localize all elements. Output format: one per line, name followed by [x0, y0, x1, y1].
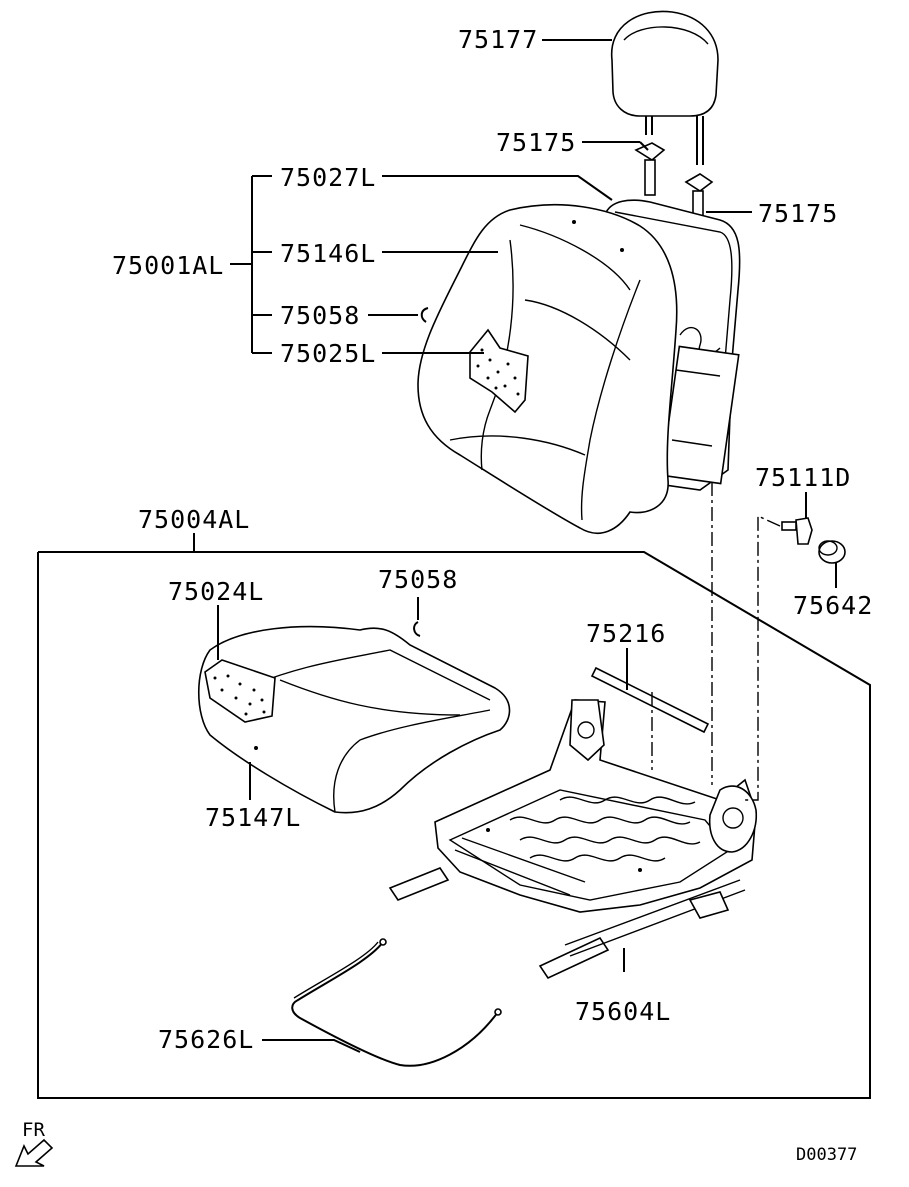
cap-drawing [818, 540, 846, 588]
cushion-heater-dots [213, 674, 266, 716]
label-cap: 75642 [793, 591, 873, 620]
assembly-centerlines [651, 482, 781, 801]
leader-lines-bottom [217, 597, 628, 1053]
label-rod: 75216 [586, 619, 666, 648]
label-back-pad: 75146L [280, 239, 376, 268]
front-direction-indicator: FR [14, 1119, 54, 1167]
leader-lines-top [368, 39, 752, 354]
label-cushion-hog-ring: 75058 [378, 565, 458, 594]
label-headrest-guide-right: 75175 [758, 199, 838, 228]
label-headrest: 75177 [458, 25, 538, 54]
label-bolt: 75111D [755, 463, 851, 492]
label-cushion-heater: 75024L [168, 577, 264, 606]
bolt-drawing [781, 492, 813, 545]
back-assembly-bracket [230, 175, 272, 354]
headrest-drawing [610, 10, 719, 165]
seat-cushion-drawing [197, 621, 511, 814]
front-direction-label: FR [22, 1119, 45, 1141]
label-adjuster: 75604L [575, 997, 671, 1026]
back-heater-dots [476, 348, 520, 396]
label-back-hog-ring: 75058 [280, 301, 360, 330]
label-headrest-guide-left: 75175 [496, 128, 576, 157]
headrest-guide-left-drawing [634, 142, 666, 196]
cushion-assembly-frame [37, 533, 871, 1099]
seat-frame-drawing [388, 699, 757, 980]
label-cable: 75626L [158, 1025, 254, 1054]
rod-drawing [590, 666, 710, 734]
cable-drawing [291, 938, 502, 1067]
label-back-cover: 75027L [280, 163, 376, 192]
drawing-code: D00377 [796, 1145, 857, 1165]
label-cushion-pad: 75147L [205, 803, 301, 832]
label-back-assembly: 75001AL [112, 251, 224, 280]
label-back-heater: 75025L [280, 339, 376, 368]
front-arrow-icon [14, 1138, 54, 1167]
seat-back-drawing [417, 199, 741, 534]
label-cushion-assembly: 75004AL [138, 505, 250, 534]
